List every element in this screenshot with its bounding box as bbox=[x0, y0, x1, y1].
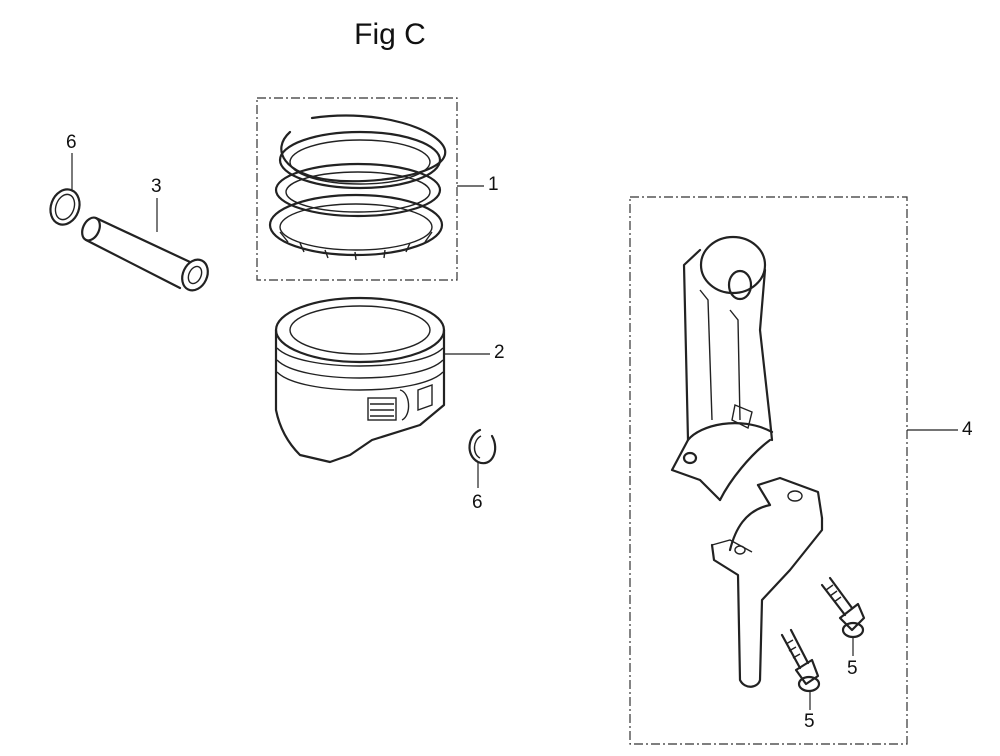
callout-piston: 2 bbox=[494, 342, 505, 363]
rod-bolt-left bbox=[780, 628, 821, 693]
callout-rod-bolt-right: 5 bbox=[847, 658, 858, 679]
figure-title: Fig C bbox=[354, 18, 426, 51]
piston-rings-box bbox=[256, 97, 458, 281]
connecting-rod bbox=[670, 235, 824, 688]
leader-lines bbox=[71, 153, 958, 710]
callout-piston-pin: 3 bbox=[151, 176, 162, 197]
callout-clip-right: 6 bbox=[472, 492, 483, 513]
piston-pin bbox=[81, 216, 209, 292]
piston bbox=[274, 296, 446, 464]
callout-piston-rings: 1 bbox=[488, 174, 499, 195]
callout-connecting-rod: 4 bbox=[962, 419, 973, 440]
rod-bolt-right bbox=[820, 576, 866, 639]
clip-left bbox=[49, 188, 81, 226]
callout-clip-left: 6 bbox=[66, 132, 77, 153]
clip-right bbox=[468, 428, 497, 465]
connecting-rod-box bbox=[629, 196, 908, 745]
callout-rod-bolt-left: 5 bbox=[804, 711, 815, 732]
piston-rings bbox=[268, 114, 447, 261]
